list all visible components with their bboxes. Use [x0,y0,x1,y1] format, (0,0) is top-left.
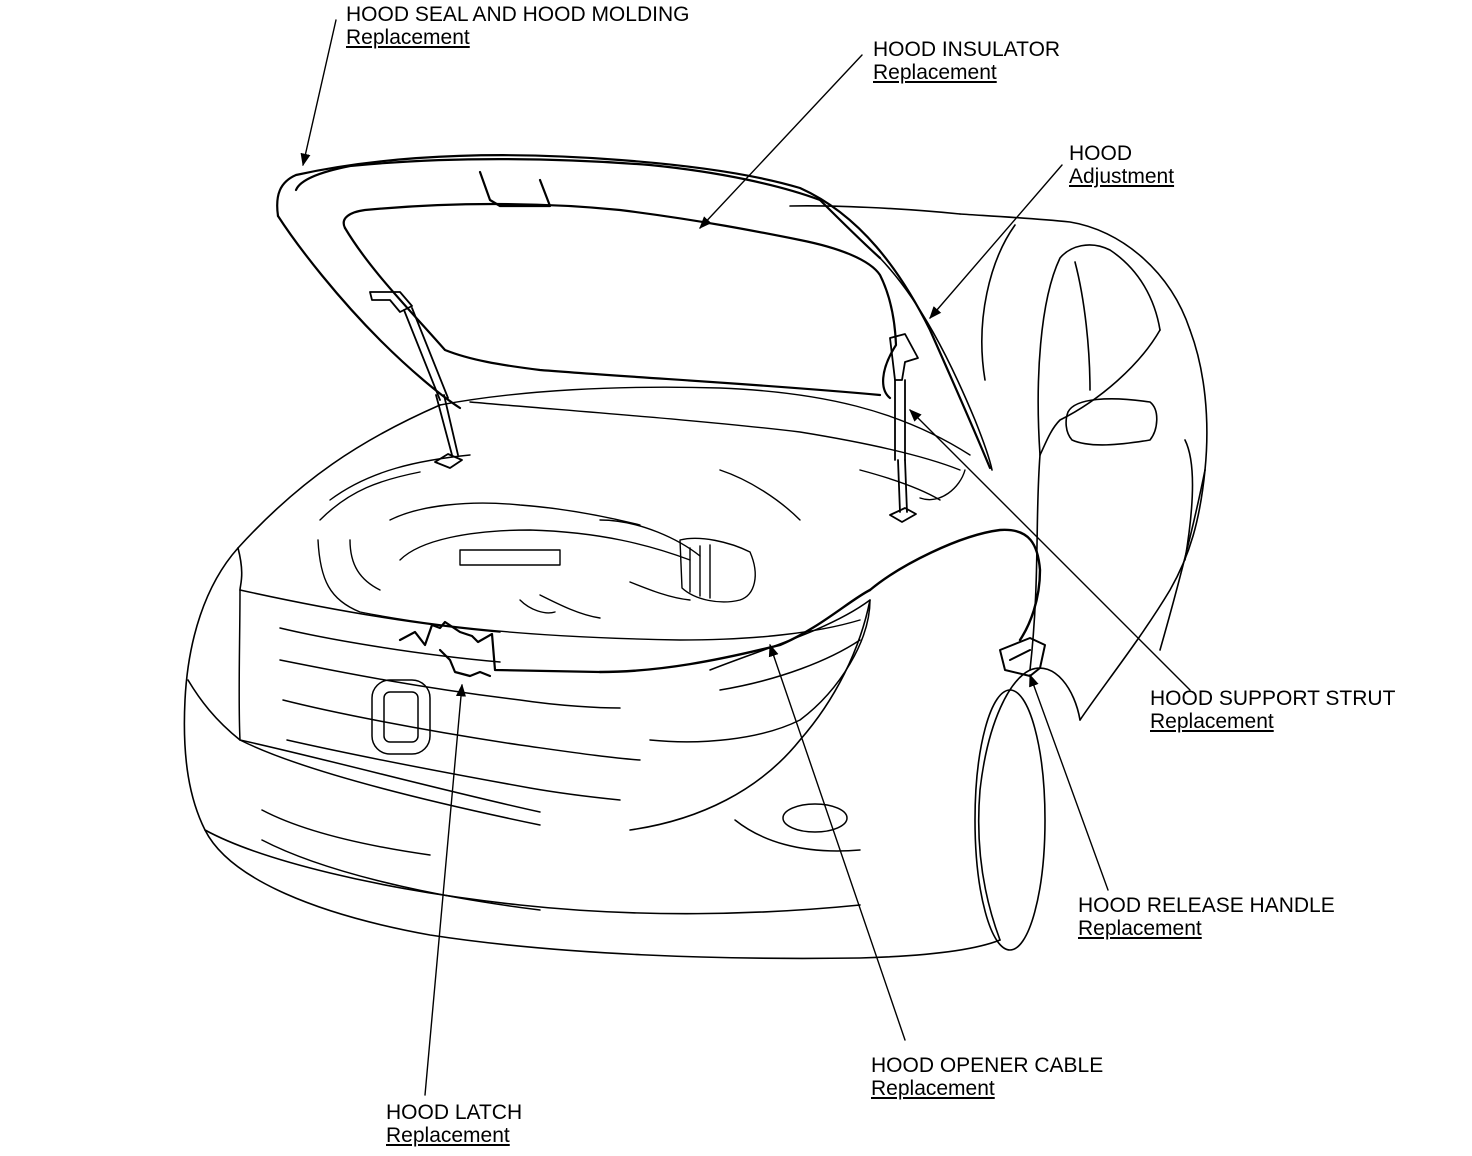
car-body [184,206,1206,959]
callout-release-handle: HOOD RELEASE HANDLE Replacement [1078,894,1335,940]
callout-title: HOOD [1069,142,1132,165]
emblem-icon [372,680,430,754]
fog-light [262,804,860,910]
callout-hood: HOOD Adjustment [1069,142,1174,188]
callout-title: HOOD SUPPORT STRUT [1150,687,1396,710]
headlight [650,600,870,742]
callout-hood-seal: HOOD SEAL AND HOOD MOLDING Replacement [346,3,689,49]
support-strut-right [890,334,918,522]
callout-title: HOOD LATCH [386,1101,523,1124]
leader-release-handle [1029,673,1108,890]
front-wheel [975,690,1045,950]
leader-hood-insulator [699,55,862,229]
leader-hood [929,165,1062,319]
leader-support-strut [909,409,1190,690]
callout-title: HOOD INSULATOR [873,38,1061,61]
callout-title: HOOD OPENER CABLE [871,1054,1104,1077]
grille [239,590,640,825]
support-strut-replacement-link[interactable]: Replacement [1150,710,1274,733]
leader-hood-latch [425,683,467,1095]
engine-bay [318,387,970,640]
leader-opener-cable [768,643,905,1040]
hood-latch-replacement-link[interactable]: Replacement [386,1124,510,1147]
support-strut-left [370,292,462,468]
leader-lines [300,20,1190,1095]
hood-release-handle [1000,638,1045,676]
callout-title: HOOD SEAL AND HOOD MOLDING [346,3,690,26]
leader-hood-seal [300,20,336,167]
callout-hood-latch: HOOD LATCH Replacement [386,1101,522,1147]
callout-opener-cable: HOOD OPENER CABLE Replacement [871,1054,1103,1100]
callout-title: HOOD RELEASE HANDLE [1078,894,1335,917]
release-handle-replacement-link[interactable]: Replacement [1078,917,1202,940]
hood-seal-replacement-link[interactable]: Replacement [346,26,470,49]
hood-adjustment-link[interactable]: Adjustment [1069,165,1175,188]
hood-insulator-replacement-link[interactable]: Replacement [873,61,997,84]
opener-cable-replacement-link[interactable]: Replacement [871,1077,995,1100]
callout-support-strut: HOOD SUPPORT STRUT Replacement [1150,687,1395,733]
hood [277,155,990,468]
hood-latch [400,622,600,676]
callout-hood-insulator: HOOD INSULATOR Replacement [873,38,1060,84]
